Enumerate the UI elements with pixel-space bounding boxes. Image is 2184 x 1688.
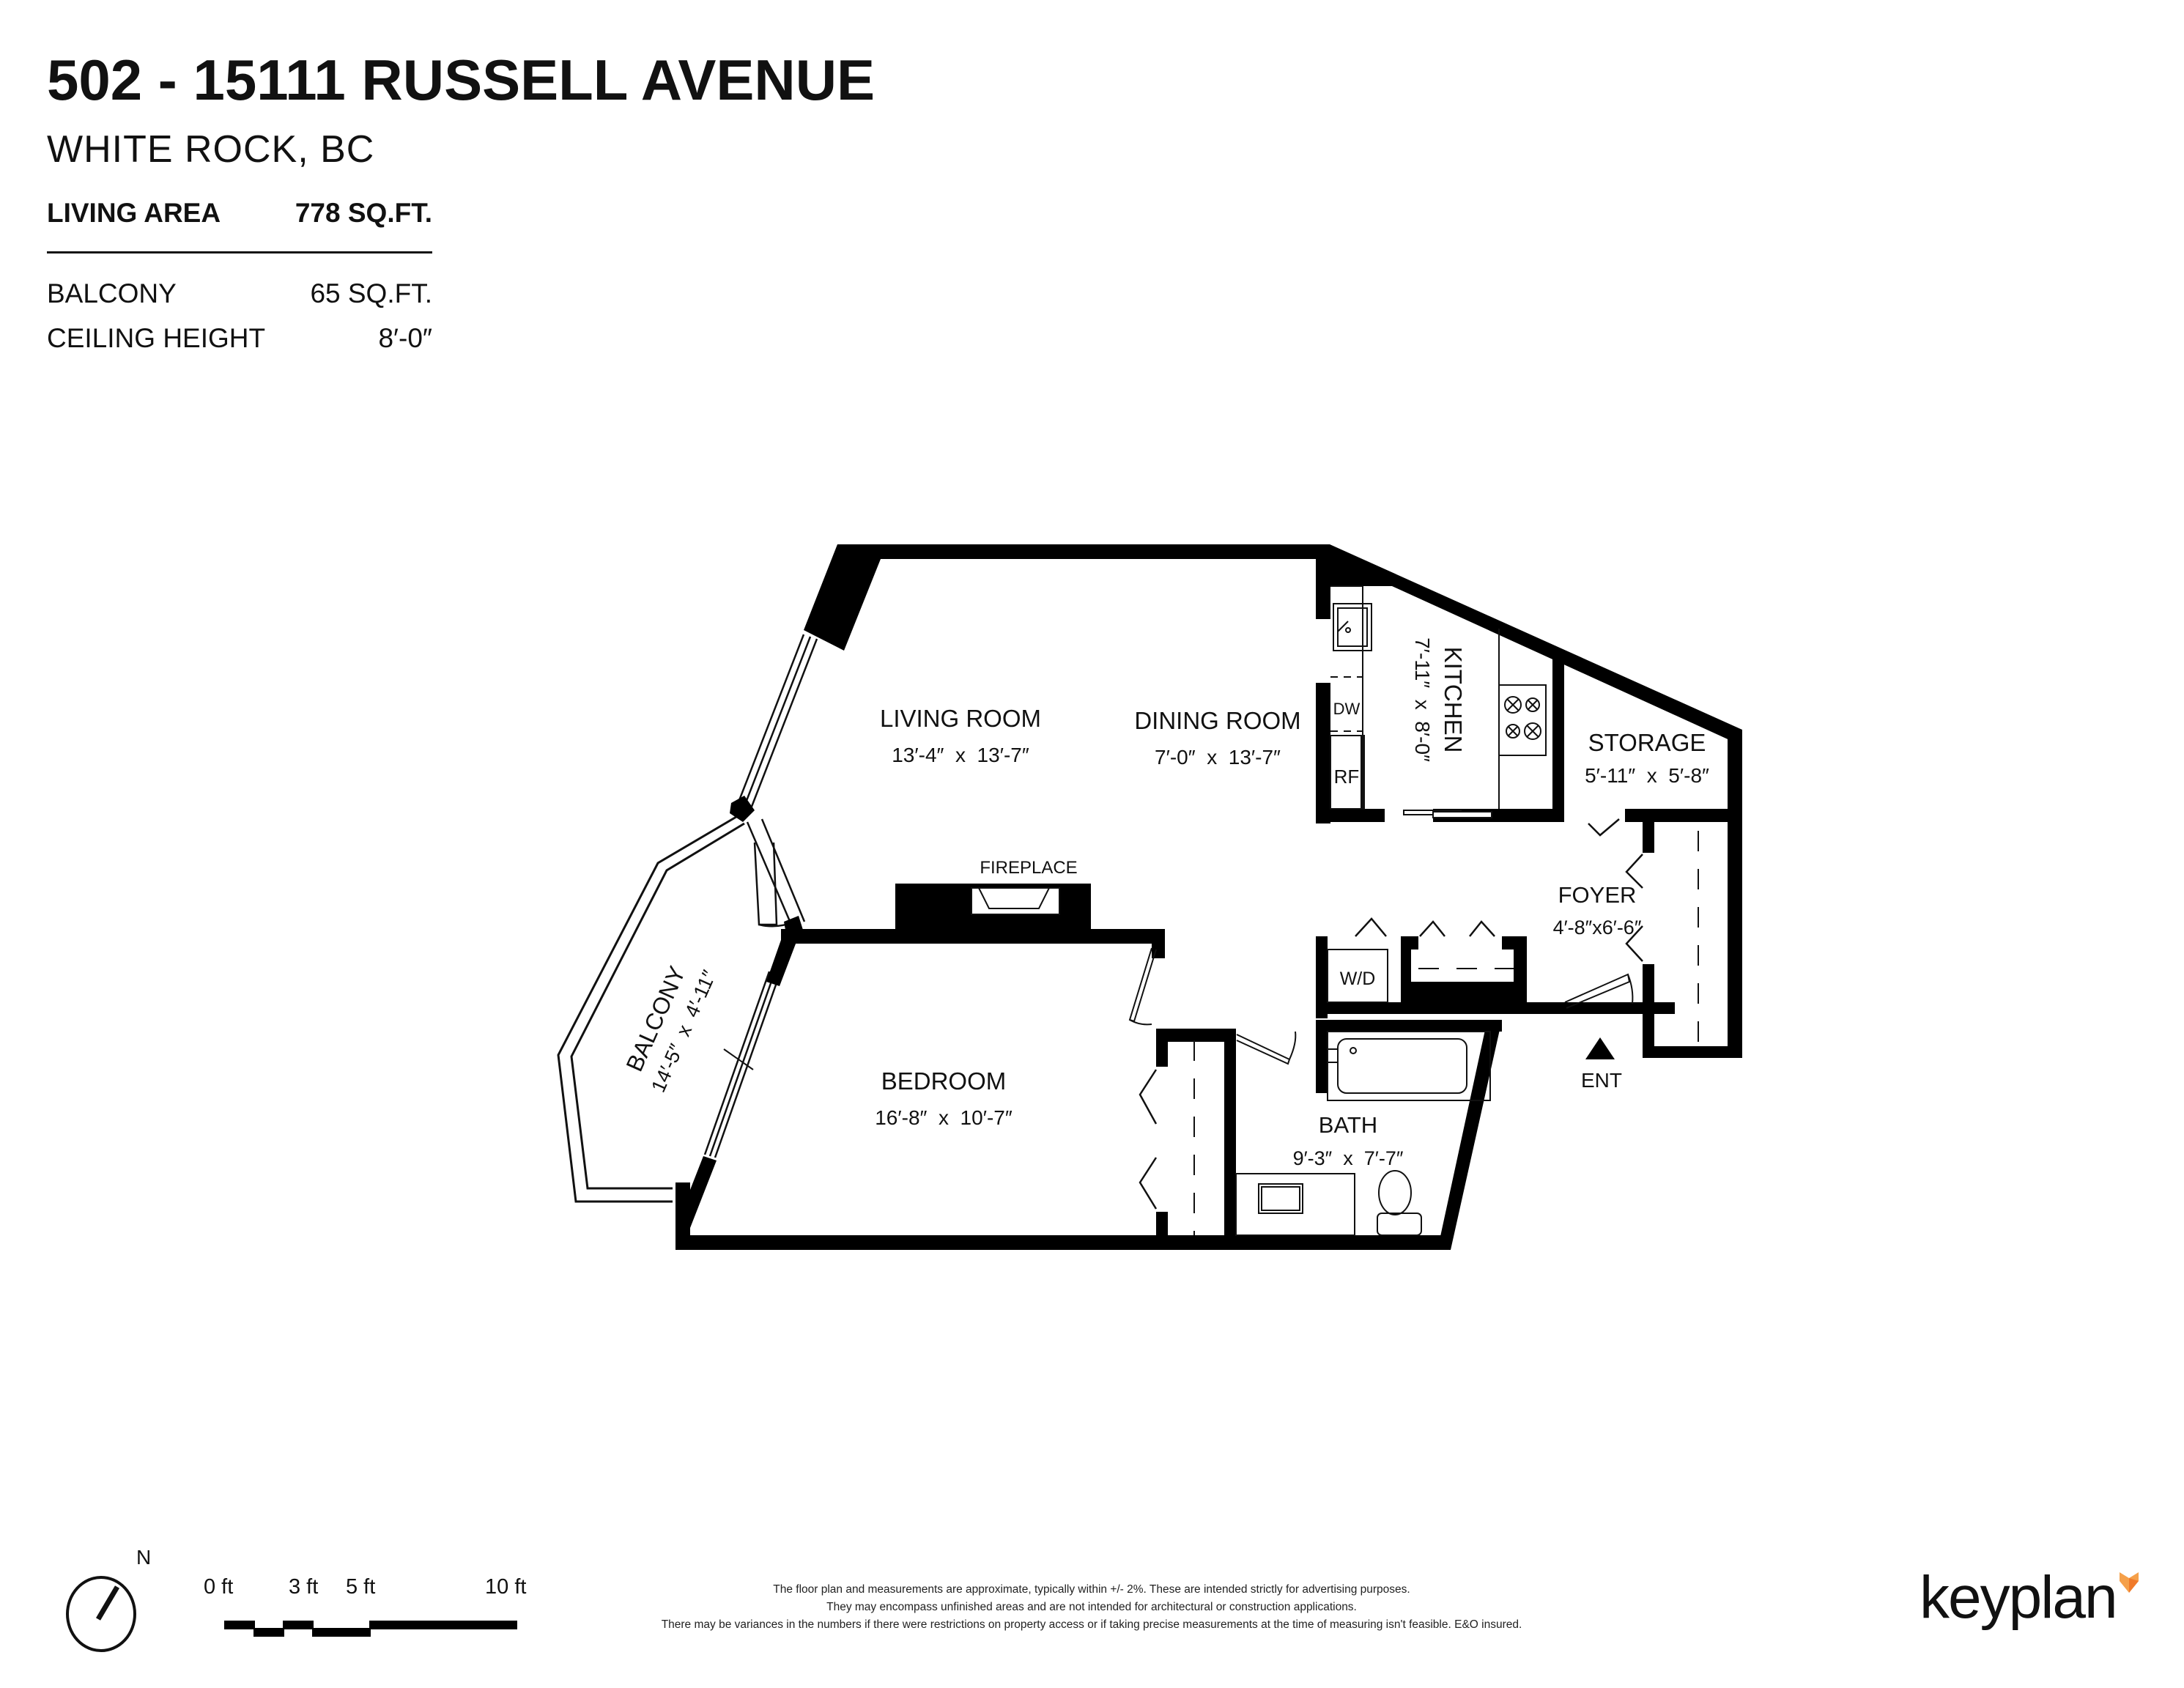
- property-header: 502 - 15111 RUSSELL AVENUE WHITE ROCK, B…: [47, 51, 875, 169]
- stat-ceiling-height: CEILING HEIGHT 8′-0″: [47, 325, 432, 352]
- stat-divider: [47, 251, 432, 253]
- disclaimer-line: There may be variances in the numbers if…: [661, 1618, 1522, 1631]
- stat-label: CEILING HEIGHT: [47, 323, 266, 353]
- compass-north-label: N: [136, 1546, 152, 1569]
- dining-room-name: DINING ROOM: [1134, 707, 1300, 734]
- dw-label: DW: [1333, 700, 1361, 718]
- scale-bar: 0 ft 3 ft 5 ft 10 ft: [198, 1575, 535, 1656]
- stat-value: 8′-0″: [378, 323, 432, 353]
- foyer-name: FOYER: [1558, 882, 1637, 908]
- scale-label-10: 10 ft: [485, 1575, 527, 1599]
- property-address-title: 502 - 15111 RUSSELL AVENUE: [47, 48, 876, 112]
- bath-door[interactable]: [1236, 1031, 1297, 1065]
- property-stats: LIVING AREA 778 SQ.FT. BALCONY 65 SQ.FT.…: [47, 199, 432, 369]
- stat-value: 65 SQ.FT.: [310, 278, 432, 308]
- living-room-name: LIVING ROOM: [880, 705, 1041, 732]
- stat-value: 778 SQ.FT.: [295, 198, 432, 228]
- bedroom-door[interactable]: [1128, 947, 1157, 1026]
- disclaimer-line: The floor plan and measurements are appr…: [773, 1583, 1410, 1596]
- bedroom-dims: 16′-8″ x 10′-7″: [875, 1106, 1013, 1129]
- bath-name: BATH: [1319, 1112, 1377, 1138]
- entrance-label: ENT: [1581, 1069, 1622, 1092]
- bedroom-name: BEDROOM: [881, 1067, 1007, 1095]
- storage-dims: 5′-11″ x 5′-8″: [1585, 764, 1709, 787]
- rf-label: RF: [1334, 766, 1360, 788]
- stat-balcony: BALCONY 65 SQ.FT.: [47, 280, 432, 307]
- bath-fixtures: [1235, 1031, 1491, 1236]
- property-city: WHITE ROCK, BC: [47, 128, 375, 171]
- entrance-arrow-icon: [1585, 1037, 1615, 1059]
- scale-bar-graphic: [224, 1621, 517, 1637]
- kitchen-fixtures: [1330, 585, 1547, 810]
- brand-name: keyplan: [1920, 1564, 2118, 1631]
- windows: [703, 634, 818, 1158]
- stat-label: BALCONY: [47, 278, 177, 308]
- living-room-dims: 13′-4″ x 13′-7″: [892, 744, 1029, 766]
- dining-room-dims: 7′-0″ x 13′-7″: [1155, 746, 1281, 769]
- fireplace-insert: [971, 887, 1060, 915]
- bifold-doors[interactable]: [1139, 818, 1643, 1210]
- compass-icon: [66, 1576, 136, 1652]
- scale-label-5: 5 ft: [346, 1575, 376, 1599]
- foyer-dims: 4′-8″x6′-6″: [1553, 917, 1642, 939]
- wd-label: W/D: [1340, 969, 1376, 989]
- disclaimer-line: They may encompass unfinished areas and …: [826, 1601, 1357, 1613]
- keyplan-logo: keyplan: [1920, 1568, 2139, 1628]
- stat-label: LIVING AREA: [47, 198, 221, 228]
- disclaimer: The floor plan and measurements are appr…: [557, 1581, 1626, 1634]
- washer-dryer: [1327, 949, 1388, 1003]
- bath-dims: 9′-3″ x 7′-7″: [1293, 1147, 1404, 1169]
- scale-label-0: 0 ft: [204, 1575, 234, 1599]
- stove-icon: [1504, 696, 1541, 740]
- kitchen-sliding-door[interactable]: [1403, 810, 1492, 818]
- stat-living-area: LIVING AREA 778 SQ.FT.: [47, 199, 432, 226]
- fireplace-label: FIREPLACE: [980, 858, 1077, 878]
- entry-door[interactable]: [1564, 973, 1634, 1009]
- fox-icon: [2119, 1572, 2139, 1593]
- kitchen-name: KITCHEN: [1440, 647, 1467, 753]
- scale-label-3: 3 ft: [289, 1575, 319, 1599]
- closet-rails: [1193, 831, 1699, 1235]
- kitchen-dims: 7′-11″ x 8′-0″: [1411, 637, 1434, 762]
- storage-name: STORAGE: [1588, 729, 1706, 756]
- balcony-outline: [557, 813, 745, 1203]
